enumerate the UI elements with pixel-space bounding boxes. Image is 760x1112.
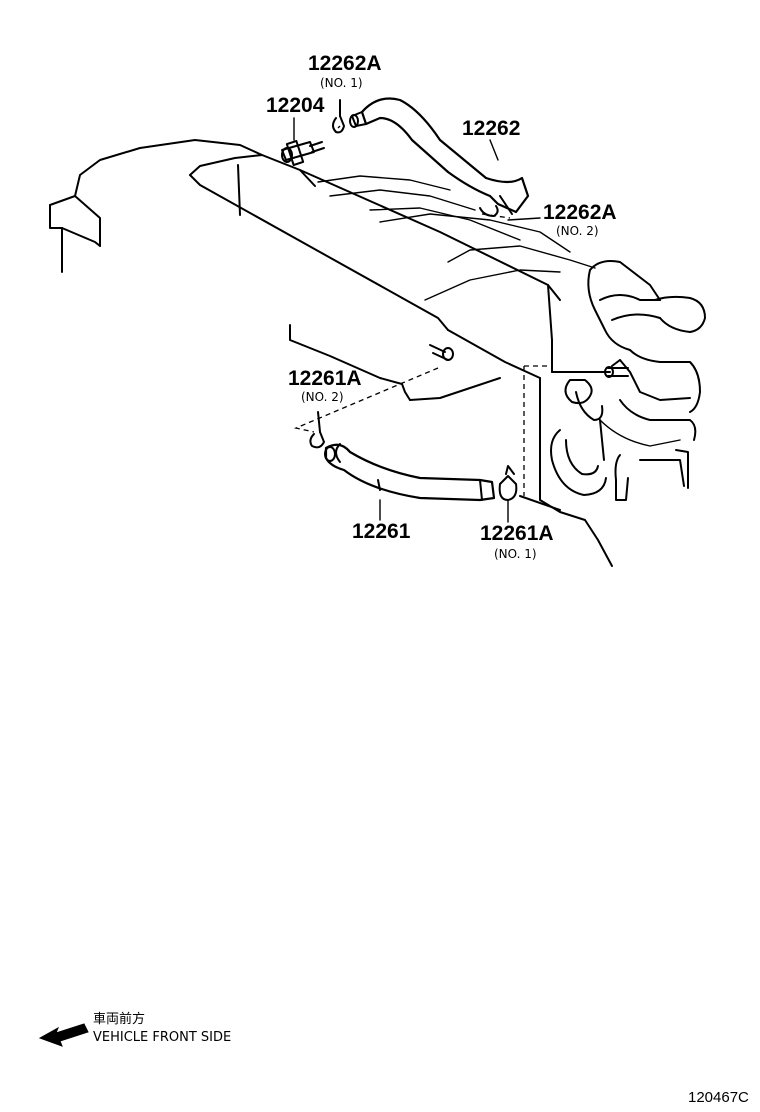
part-sub-label: (NO. 2) xyxy=(301,390,344,404)
part-number: 12262A xyxy=(543,201,617,224)
hose-12262 xyxy=(349,97,530,215)
part-sub-label: (NO. 2) xyxy=(556,224,599,238)
vehicle-front-legend: 車両前方 VEHICLE FRONT SIDE xyxy=(38,1011,231,1047)
part-number: 12261 xyxy=(352,520,411,543)
leader-lines xyxy=(293,117,541,523)
throttle-body xyxy=(550,260,706,501)
part-number: 12204 xyxy=(266,94,325,117)
part-number: 12261A xyxy=(480,522,554,545)
part-label-12262a-no2: 12262A (NO. 2) xyxy=(543,201,617,238)
part-label-12261a-no1: 12261A (NO. 1) xyxy=(480,522,554,561)
engine-outline xyxy=(49,139,613,567)
pcv-valve-12204 xyxy=(281,139,325,167)
part-number: 12262A xyxy=(308,52,382,75)
legend-english: VEHICLE FRONT SIDE xyxy=(93,1030,231,1045)
part-sub-label: (NO. 1) xyxy=(494,547,537,561)
clip-12262a-no2 xyxy=(479,205,499,217)
clip-12261a-no2 xyxy=(309,411,325,449)
part-number: 12261A xyxy=(288,367,362,390)
legend-japanese: 車両前方 xyxy=(93,1011,145,1027)
part-label-12261a-no2: 12261A (NO. 2) xyxy=(288,367,362,404)
part-label-12261: 12261 xyxy=(352,520,411,543)
part-number: 12262 xyxy=(462,117,520,140)
part-label-12204: 12204 xyxy=(266,94,325,117)
part-label-12262: 12262 xyxy=(462,117,520,140)
clip-12262a-no1 xyxy=(332,99,345,134)
part-label-12262a-no1: 12262A (NO. 1) xyxy=(308,52,382,90)
clip-12261a-no1 xyxy=(498,465,518,501)
diagram-code: 120467C xyxy=(688,1089,749,1106)
left-arrow-icon xyxy=(38,1023,89,1047)
hose-12261 xyxy=(324,443,496,502)
part-sub-label: (NO. 1) xyxy=(320,76,363,90)
